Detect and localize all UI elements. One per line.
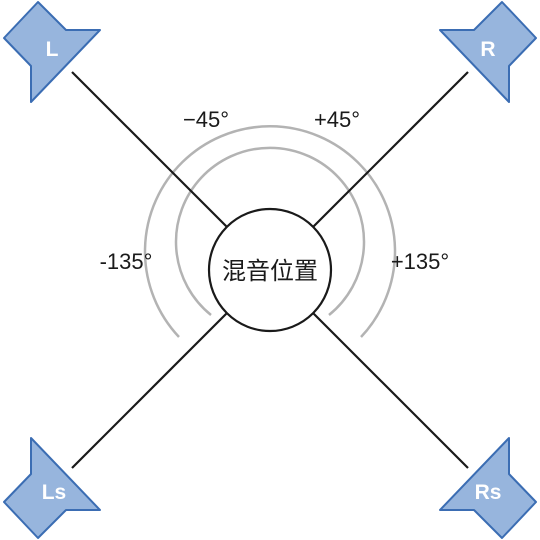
mix-position-circle: [207, 207, 333, 333]
mix-position-label: 混音位置: [222, 257, 318, 285]
line-to-left-surround-speaker: [71, 311, 229, 469]
angle-label-rear-left: -135°: [100, 249, 153, 274]
speaker-left: L: [3, 1, 101, 103]
speaker-left-surround-icon: [3, 437, 101, 539]
speaker-right: R: [439, 1, 537, 103]
speaker-left-icon: [3, 1, 101, 103]
speaker-right-surround-icon: [439, 437, 537, 539]
speaker-right-icon: [439, 1, 537, 103]
line-to-right-speaker: [311, 71, 469, 229]
angle-label-rear-right: +135°: [391, 249, 449, 274]
angle-label-front-left: −45°: [183, 107, 229, 132]
speaker-right-surround: Rs: [439, 437, 537, 539]
line-to-right-surround-speaker: [311, 311, 469, 469]
speaker-left-surround-label: Ls: [42, 481, 67, 504]
inner-angle-arc: [174, 146, 366, 316]
speaker-left-surround: Ls: [3, 437, 101, 539]
angle-label-front-right: +45°: [314, 107, 360, 132]
speaker-right-label: R: [480, 38, 495, 61]
outer-angle-arc: [143, 125, 397, 338]
speaker-right-surround-label: Rs: [475, 481, 502, 504]
speaker-left-label: L: [46, 38, 59, 61]
line-to-left-speaker: [71, 71, 229, 229]
